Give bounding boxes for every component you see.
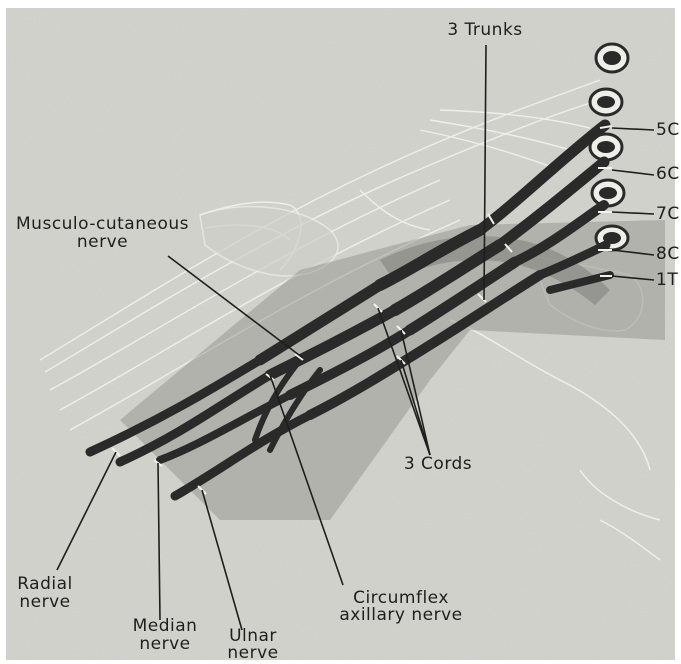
label-root-7c: 7C: [656, 206, 680, 223]
label-median-line1: Median: [122, 618, 208, 635]
label-root-6c: 6C: [656, 166, 680, 183]
label-median-line2: nerve: [122, 636, 208, 653]
label-circumflex-line2: axillary nerve: [326, 607, 476, 624]
label-musculocutaneous-line1: Musculo-cutaneous: [10, 216, 195, 233]
label-root-8c: 8C: [656, 246, 680, 263]
label-radial-line1: Radial: [10, 576, 80, 593]
label-3-trunks: 3 Trunks: [430, 22, 540, 39]
label-radial-line2: nerve: [10, 594, 80, 611]
label-root-5c: 5C: [656, 122, 680, 139]
label-root-1t: 1T: [656, 272, 678, 289]
label-3-cords: 3 Cords: [388, 456, 488, 473]
label-ulnar-line2: nerve: [216, 645, 290, 662]
label-musculocutaneous-line2: nerve: [10, 234, 195, 251]
